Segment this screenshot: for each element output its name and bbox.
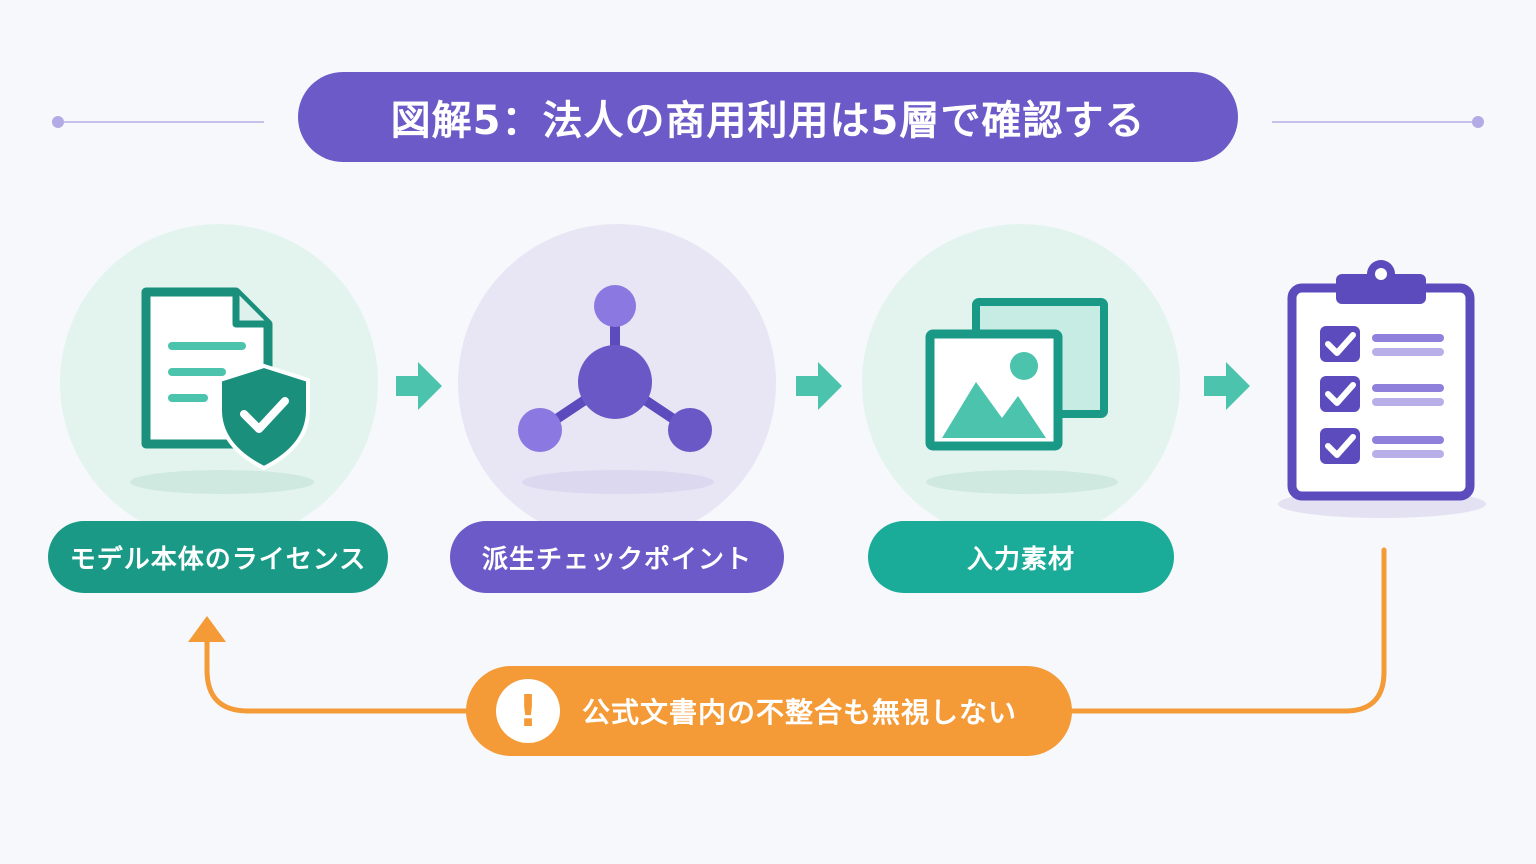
title-decoration-right — [1272, 121, 1478, 123]
step3-label: 入力素材 — [966, 544, 1075, 575]
arrow-right-icon-1 — [396, 362, 442, 410]
image-stack-icon — [918, 290, 1128, 504]
arrow-right-icon-2 — [796, 362, 842, 410]
title-decoration-dot-left — [52, 116, 64, 128]
title-decoration-left — [58, 121, 264, 123]
title-banner: 図解5：法人の商用利用は5層で確認する — [298, 72, 1238, 162]
exclamation-icon: ! — [496, 679, 560, 743]
step2-label-pill: 派生チェックポイント — [450, 521, 784, 593]
clipboard-checklist-icon — [1278, 256, 1488, 526]
step1-label-pill: モデル本体のライセンス — [48, 521, 388, 593]
document-shield-icon — [128, 280, 328, 504]
warning-text: 公式文書内の不整合も無視しない — [582, 696, 1018, 729]
page-title: 図解5：法人の商用利用は5層で確認する — [390, 98, 1146, 144]
warning-banner: ! 公式文書内の不整合も無視しない — [466, 666, 1072, 756]
step2-label: 派生チェックポイント — [481, 544, 752, 575]
node-network-icon — [508, 280, 728, 504]
title-decoration-dot-right — [1472, 116, 1484, 128]
arrow-up-icon — [188, 616, 226, 642]
step3-label-pill: 入力素材 — [868, 521, 1174, 593]
arrow-right-icon-3 — [1204, 362, 1250, 410]
step1-label: モデル本体のライセンス — [69, 544, 367, 575]
